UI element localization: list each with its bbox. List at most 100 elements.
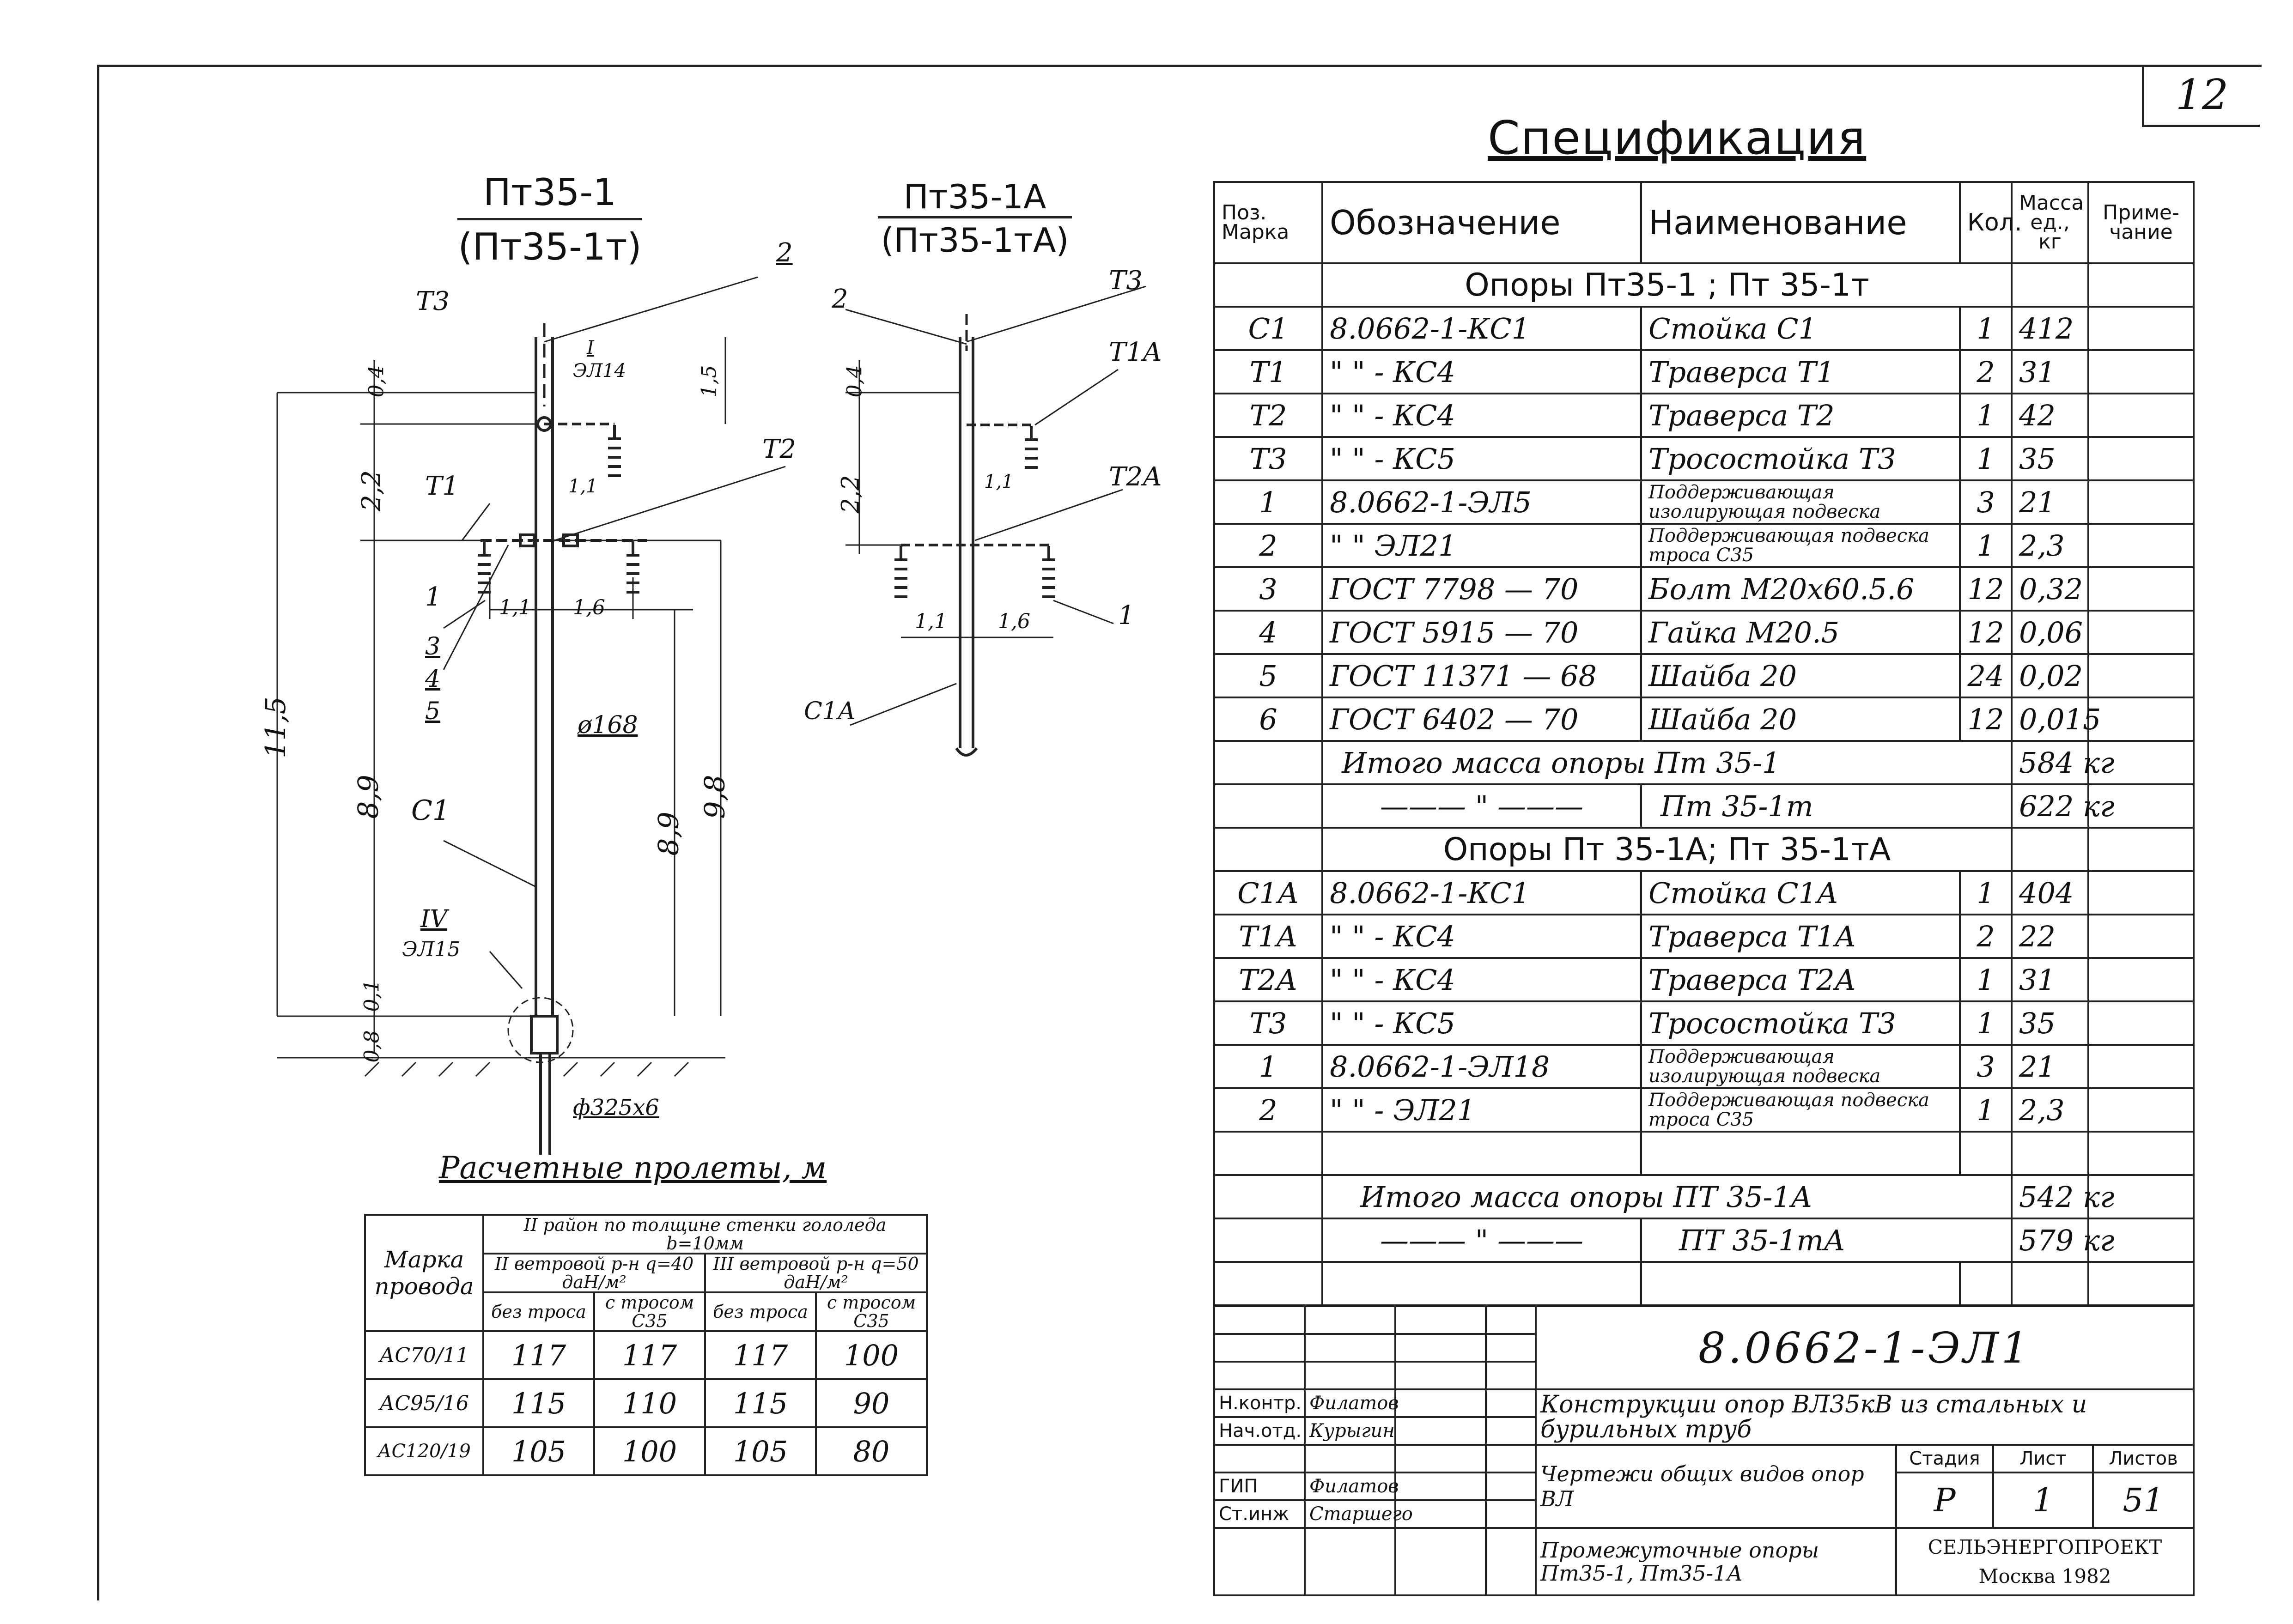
dim-22: 2,2 [357, 470, 387, 512]
spec-cell-mass: 21 [2011, 479, 2089, 525]
drawing-frame [97, 65, 2262, 1600]
spec-cell-mass: 42 [2011, 393, 2089, 438]
label-2-right: 2 [832, 284, 848, 314]
spec-cell-mass: 35 [2011, 1000, 2089, 1046]
spec-cell-pos: Т1 [1213, 349, 1323, 394]
r-leader-t1a [1034, 369, 1119, 426]
spans-cell: 100 [593, 1426, 706, 1476]
spec-cell-qty: 1 [1959, 957, 2013, 1002]
spec-cell-qty: 1 [1959, 523, 2013, 568]
sheet-label: Лист [1992, 1444, 2094, 1473]
spec-cell-note [2087, 393, 2195, 438]
spec-group2-title-row: Опоры Пт 35-1А; Пт 35-1тА [1213, 827, 2195, 872]
spans-cell-mark: АС70/11 [364, 1330, 484, 1380]
spec-cell-pos: 1 [1213, 1044, 1323, 1089]
r-leader-t3 [966, 285, 1146, 343]
role-n-contr: Н.контр. [1213, 1388, 1306, 1418]
spec-cell-qty: 1 [1959, 1087, 2013, 1133]
spec-cell-mass: 412 [2011, 306, 2089, 351]
spans-cell: 100 [815, 1330, 928, 1380]
spec-cell-qty: 1 [1959, 393, 2013, 438]
spec-total-row: Итого масса опоры Пт 35-1 584 кг [1213, 740, 2195, 785]
spec-cell-pos: Т2А [1213, 957, 1323, 1002]
left-insulator-right [626, 541, 639, 594]
spec-cell-name: Болт М20х60.5.6 [1640, 566, 1961, 612]
r-leader-c1a [850, 683, 957, 726]
spec-cell-name: Траверса Т2А [1640, 957, 1961, 1002]
dim-11: 1,1 [499, 596, 531, 619]
label-t2: Т2 [762, 434, 796, 464]
sheets-label: Листов [2092, 1444, 2195, 1473]
spec-cell-note [2087, 349, 2195, 394]
spec-cell-qty: 3 [1959, 479, 2013, 525]
leader-t1 [461, 503, 491, 541]
spec-total3-value: 542 кг [2011, 1174, 2114, 1219]
spec-cell-designation: " " - КС5 [1321, 436, 1642, 481]
label-base: ф325х6 [573, 1095, 659, 1121]
spans-title: Расчетные пролеты, м [439, 1150, 827, 1186]
name-gip: Филатов [1304, 1472, 1399, 1501]
spec-cell-pos: 3 [1213, 566, 1323, 612]
left-top-clamp [536, 416, 552, 432]
title-block: 8.0662-1-ЭЛ1 Н.контр. Филатов Конструкци… [1213, 1305, 2195, 1596]
spec-cell-name: Гайка М20.5 [1640, 610, 1961, 655]
spans-cell-mark: АС95/16 [364, 1378, 484, 1428]
label-1-right: 1 [1118, 600, 1135, 630]
spec-header-pos: Поз. Марка [1213, 181, 1323, 264]
right-insulator-right [1042, 546, 1055, 598]
spans-cell: 105 [482, 1426, 595, 1476]
r-leader-2 [845, 309, 967, 345]
name-st-inzh: Старшего [1304, 1499, 1413, 1529]
spec-cell-designation: " " - КС5 [1321, 1000, 1642, 1046]
spec-cell-note [2087, 610, 2195, 655]
r-dim-16: 1,6 [998, 610, 1030, 633]
dim-89b: 8,9 [652, 812, 685, 856]
spec-cell-pos: С1А [1213, 870, 1323, 915]
right-insulator-left [894, 546, 907, 598]
right-pole-break [955, 747, 978, 757]
spec-cell-qty: 1 [1959, 436, 2013, 481]
right-diagram-subtitle: (Пт35-1тА) [881, 221, 1069, 260]
spec-group1-title: Опоры Пт35-1 ; Пт 35-1т [1321, 262, 2013, 308]
spec-total4-value: 579 кг [2011, 1218, 2114, 1263]
left-insulator-top [608, 425, 621, 477]
spec-cell-designation: " " - ЭЛ21 [1321, 1087, 1642, 1133]
spec-cell-name: Поддерживающая подвеска троса С35 [1640, 1087, 1961, 1133]
spec-cell-note [2087, 1000, 2195, 1046]
leader-iv [489, 951, 523, 989]
spec-total2-label: Пт 35-1т [1640, 783, 2013, 829]
spans-table: Марка провода II район по толщине стенки… [364, 1214, 928, 1476]
spec-title: Спецификация [1488, 111, 1867, 165]
spec-group2-title: Опоры Пт 35-1А; Пт 35-1тА [1321, 827, 2013, 872]
label-4: 4 [425, 665, 441, 693]
table-row: АС70/11 117 117 117 100 [364, 1330, 928, 1380]
spec-cell-qty: 12 [1959, 566, 2013, 612]
spec-cell-name: Шайба 20 [1640, 697, 1961, 742]
sheet-value: 1 [1992, 1472, 2094, 1529]
spec-cell-mass: 31 [2011, 957, 2089, 1002]
r-dim-11: 1,1 [915, 610, 947, 633]
stage-value: Р [1895, 1472, 1994, 1529]
spec-cell-qty: 24 [1959, 653, 2013, 698]
sheet-number: 12 [2142, 65, 2260, 127]
dim-01: 0,1 [360, 979, 384, 1012]
spec-cell-mass: 31 [2011, 349, 2089, 394]
spec-cell-note [2087, 1087, 2195, 1133]
label-t1: Т1 [425, 471, 459, 501]
dim-16: 1,6 [573, 596, 605, 619]
r-leader-t2a [974, 489, 1123, 541]
spans-header-with-cable-b: с тросом С35 [815, 1291, 928, 1332]
spec-cell-pos: 1 [1213, 479, 1323, 525]
spans-header-mark: Марка провода [364, 1214, 484, 1332]
spec-cell-qty: 3 [1959, 1044, 2013, 1089]
spec-total-row: ——— " ——— Пт 35-1т 622 кг [1213, 783, 2195, 829]
dim-115: 11,5 [259, 697, 292, 758]
label-c1: С1 [411, 794, 450, 827]
ground-hatch [364, 1061, 689, 1077]
spec-cell-mass: 0,06 [2011, 610, 2089, 655]
